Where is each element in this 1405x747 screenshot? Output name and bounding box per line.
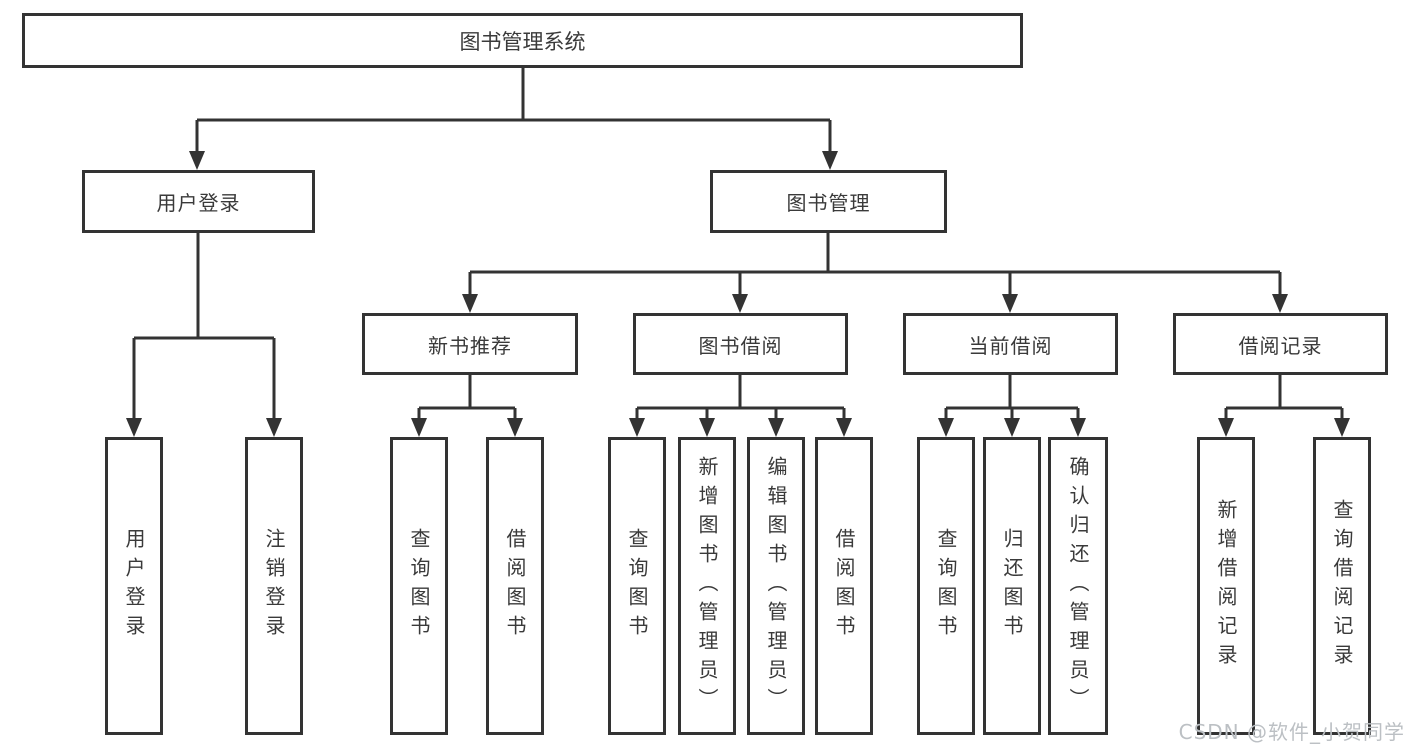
arrow-down-icon <box>266 418 282 437</box>
leaf-return-book: 归还图书 <box>983 437 1041 735</box>
connector-current-borrow-to-leaves <box>944 375 1080 420</box>
leaf-label: 注销登录 <box>262 528 286 644</box>
leaf-label: 归还图书 <box>1000 528 1024 644</box>
leaf-edit-book-admin: 编辑图书（管理员） <box>747 437 805 735</box>
arrow-down-icon <box>1002 294 1018 313</box>
node-user-login: 用户登录 <box>82 170 315 233</box>
leaf-borrow-books-recommend: 借阅图书 <box>486 437 544 735</box>
connector-book-borrow-to-leaves <box>635 375 846 420</box>
leaf-label: 借阅图书 <box>503 528 527 644</box>
arrow-down-icon <box>507 418 523 437</box>
connector-borrow-records-to-leaves <box>1224 375 1344 420</box>
leaf-label: 查询图书 <box>407 528 431 644</box>
leaf-user-login: 用户登录 <box>105 437 163 735</box>
root-node: 图书管理系统 <box>22 13 1023 68</box>
leaf-query-books-recommend: 查询图书 <box>390 437 448 735</box>
connector-root-to-level2 <box>195 68 832 153</box>
leaf-confirm-return-admin: 确认归还（管理员） <box>1048 437 1108 735</box>
arrow-down-icon <box>189 151 205 170</box>
node-borrow-records: 借阅记录 <box>1173 313 1388 375</box>
arrow-down-icon <box>699 418 715 437</box>
node-new-book-recommend: 新书推荐 <box>362 313 578 375</box>
arrow-down-icon <box>126 418 142 437</box>
arrow-down-icon <box>768 418 784 437</box>
arrow-down-icon <box>836 418 852 437</box>
node-current-borrow: 当前借阅 <box>903 313 1118 375</box>
leaf-label: 新增借阅记录 <box>1214 499 1238 673</box>
arrow-down-icon <box>938 418 954 437</box>
leaf-label: 用户登录 <box>122 528 146 644</box>
leaf-label: 编辑图书（管理员） <box>764 455 788 717</box>
leaf-label: 确认归还（管理员） <box>1066 455 1090 717</box>
watermark: CSDN @软件_小贺同学 <box>1178 720 1405 744</box>
leaf-label: 查询图书 <box>625 528 649 644</box>
leaf-query-books-current: 查询图书 <box>917 437 975 735</box>
leaf-label: 新增图书（管理员） <box>695 455 719 717</box>
arrow-down-icon <box>629 418 645 437</box>
leaf-label: 查询图书 <box>934 528 958 644</box>
arrow-down-icon <box>462 294 478 313</box>
leaf-add-borrow-record: 新增借阅记录 <box>1197 437 1255 735</box>
leaf-label: 借阅图书 <box>832 528 856 644</box>
arrow-down-icon <box>1218 418 1234 437</box>
leaf-add-book-admin: 新增图书（管理员） <box>678 437 736 735</box>
connector-book-management-to-level3 <box>468 233 1282 296</box>
leaf-query-books-borrow: 查询图书 <box>608 437 666 735</box>
arrow-down-icon <box>1272 294 1288 313</box>
arrow-down-icon <box>1004 418 1020 437</box>
arrow-down-icon <box>732 294 748 313</box>
node-book-management: 图书管理 <box>710 170 947 233</box>
connector-new-book-recommend-to-leaves <box>417 375 517 420</box>
leaf-logout: 注销登录 <box>245 437 303 735</box>
arrow-down-icon <box>411 418 427 437</box>
node-book-borrow: 图书借阅 <box>633 313 848 375</box>
connector-user-login-to-leaves <box>132 233 276 420</box>
leaf-label: 查询借阅记录 <box>1330 499 1354 673</box>
arrow-down-icon <box>822 151 838 170</box>
arrow-down-icon <box>1334 418 1350 437</box>
arrow-down-icon <box>1070 418 1086 437</box>
leaf-query-borrow-record: 查询借阅记录 <box>1313 437 1371 735</box>
leaf-borrow-books: 借阅图书 <box>815 437 873 735</box>
arrowheads <box>126 151 1350 437</box>
